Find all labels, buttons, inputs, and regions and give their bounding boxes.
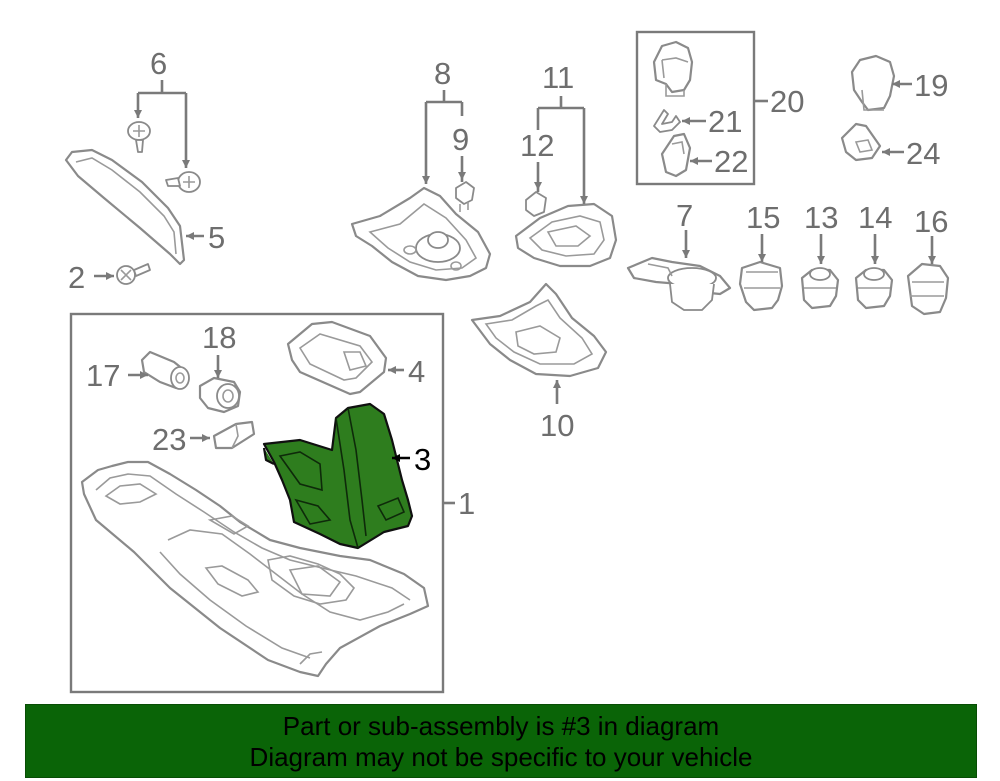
footer-notice-part: Part or sub-assembly is #3 in diagram (282, 711, 720, 741)
clip-part-17[interactable] (140, 350, 190, 390)
callout-9: 9 (452, 122, 469, 157)
callout-7: 7 (676, 198, 693, 233)
callout-5: 5 (208, 220, 225, 255)
callout-2: 2 (68, 260, 85, 295)
callout-23: 23 (152, 422, 186, 457)
callout-6: 6 (150, 46, 167, 81)
assembly-20-frame (635, 30, 756, 186)
cup-holder-part-7[interactable] (626, 256, 732, 311)
callout-19: 19 (914, 68, 948, 103)
shift-knob-part-20[interactable] (652, 40, 694, 97)
shifter-bezel-part-8[interactable] (350, 186, 492, 282)
callout-16: 16 (914, 204, 948, 239)
boot-part-22[interactable] (660, 132, 692, 178)
footer-notice-disclaimer: Diagram may not be specific to your vehi… (249, 742, 753, 772)
callout-21: 21 (708, 104, 742, 139)
switch-part-13[interactable] (800, 267, 840, 310)
callout-13: 13 (804, 200, 838, 235)
callout-24: 24 (906, 136, 940, 171)
fastener-part-6[interactable] (127, 121, 201, 193)
boot-part-24[interactable] (840, 122, 882, 162)
pad-part-23[interactable] (212, 420, 256, 450)
callout-17: 17 (86, 358, 120, 393)
tray-part-4[interactable] (286, 320, 388, 396)
callout-15: 15 (746, 200, 780, 235)
trim-plate-part-11[interactable] (514, 202, 618, 268)
callout-18: 18 (202, 320, 236, 355)
clip-part-9[interactable] (455, 181, 475, 212)
shift-knob-part-19[interactable] (850, 54, 896, 112)
callout-8: 8 (434, 56, 451, 91)
side-panel-part-5[interactable] (64, 148, 186, 266)
footer-banner: Part or sub-assembly is #3 in diagram Di… (25, 704, 977, 778)
clip-part-12[interactable] (525, 191, 547, 217)
callout-12: 12 (520, 128, 554, 163)
callout-20: 20 (770, 84, 804, 119)
bezel-frame-part-10[interactable] (470, 282, 608, 378)
callout-4: 4 (408, 354, 425, 389)
callout-10: 10 (540, 408, 574, 443)
callout-14: 14 (858, 200, 892, 235)
callout-1: 1 (458, 486, 475, 521)
center-console-part-1[interactable] (80, 460, 430, 678)
callout-3: 3 (414, 442, 431, 477)
switch-part-14[interactable] (854, 267, 894, 310)
clip-part-21[interactable] (653, 109, 681, 133)
console-bracket-part-3[interactable] (262, 402, 414, 550)
switch-part-15[interactable] (738, 260, 784, 312)
callout-22: 22 (714, 144, 748, 179)
grommet-part-18[interactable] (198, 376, 242, 414)
switch-part-16[interactable] (906, 262, 950, 316)
screw-part-2[interactable] (116, 263, 151, 285)
callout-11: 11 (542, 60, 574, 95)
